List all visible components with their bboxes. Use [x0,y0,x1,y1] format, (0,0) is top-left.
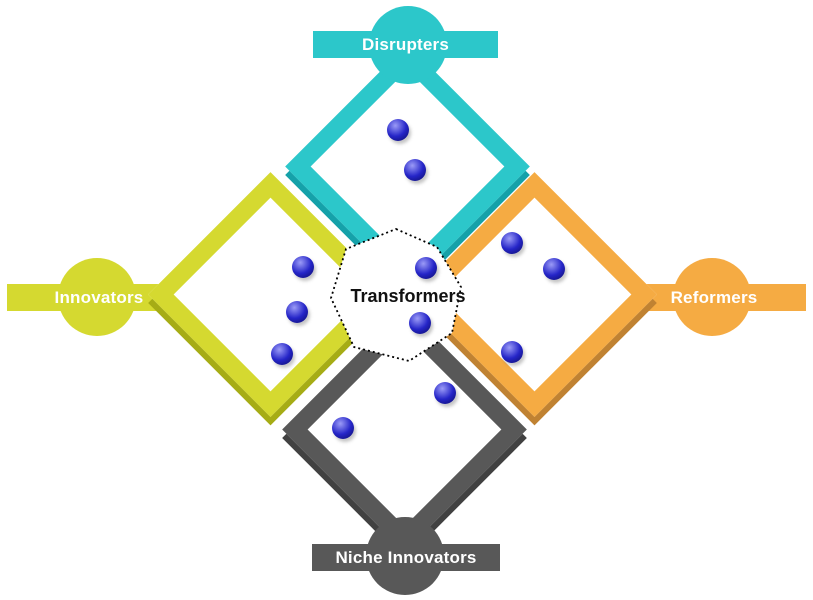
innovators-label: Innovators [54,288,144,307]
reformers-label: Reformers [670,288,758,307]
data-dot-innovators [292,256,314,278]
data-dot-disrupters [404,159,426,181]
center-label: Transformers [350,286,466,306]
disrupters-hub-circle [369,6,447,84]
data-dot-transformers [409,312,431,334]
data-dot-reformers [501,341,523,363]
data-dot-innovators [271,343,293,365]
niche-innovators-label: Niche Innovators [335,548,477,567]
niche-innovators-hub-circle [366,517,444,595]
data-dot-reformers [501,232,523,254]
data-dot-disrupters [387,119,409,141]
data-dot-niche_innovators [434,382,456,404]
data-dot-innovators [286,301,308,323]
data-dot-reformers [543,258,565,280]
reformers-hub-circle [673,258,751,336]
data-dot-transformers [415,257,437,279]
data-dot-niche_innovators [332,417,354,439]
innovators-hub-circle [58,258,136,336]
disrupters-label: Disrupters [361,35,450,54]
